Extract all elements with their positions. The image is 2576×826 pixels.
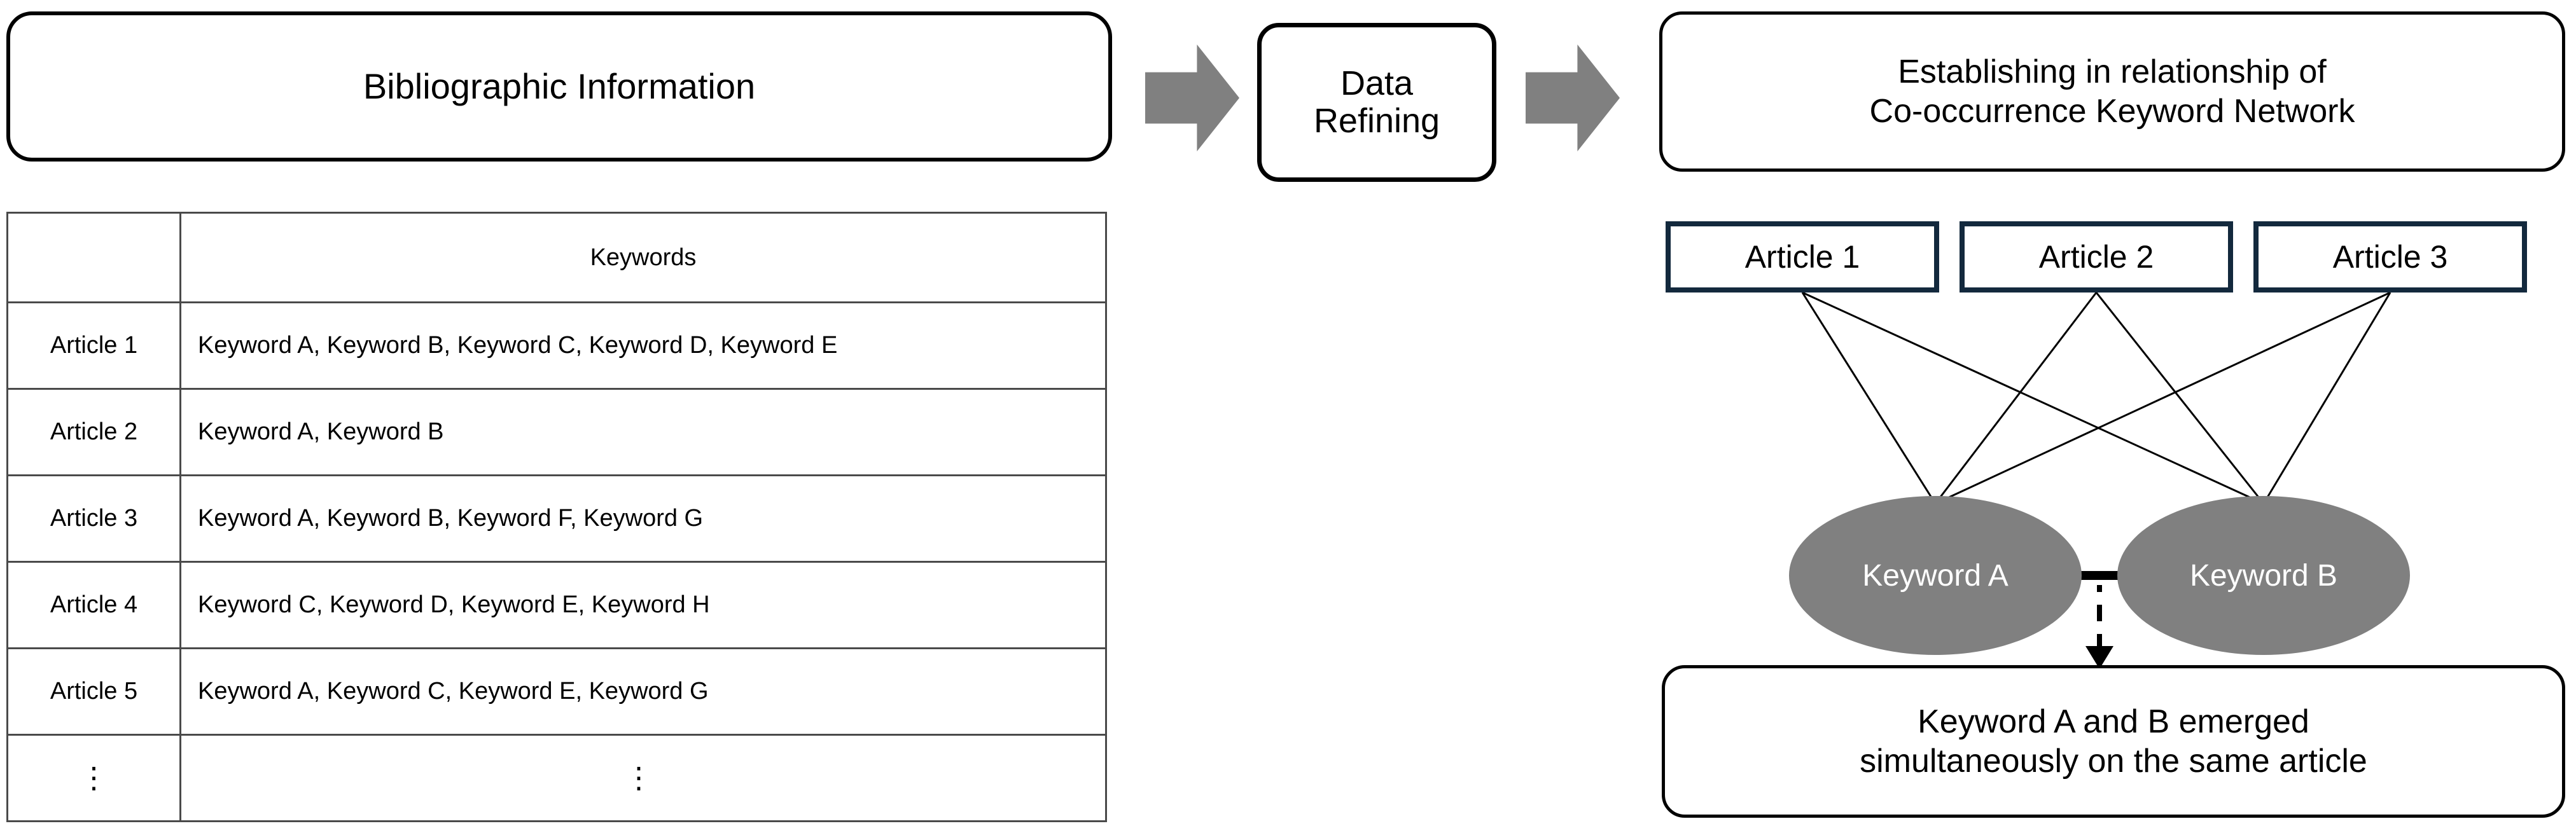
article-node-3: Article 3 xyxy=(2253,221,2527,293)
co-occurrence-network-graph: Article 1 Article 2 Article 3 Keyword A … xyxy=(1622,191,2576,674)
network-title-box: Establishing in relationship of Co-occur… xyxy=(1659,11,2565,172)
article-node-2: Article 2 xyxy=(1960,221,2233,293)
network-edges-layer xyxy=(1801,291,2392,580)
table-row: Article 4 Keyword C, Keyword D, Keyword … xyxy=(6,561,1107,649)
table-cell-article: Article 4 xyxy=(6,561,181,649)
keyword-node-b-label: Keyword B xyxy=(2189,558,2338,593)
table-row: Article 1 Keyword A, Keyword B, Keyword … xyxy=(6,301,1107,390)
bibliographic-information-label: Bibliographic Information xyxy=(363,65,756,106)
table-header-blank xyxy=(6,212,181,303)
table-cell-keywords: Keyword A, Keyword B, Keyword F, Keyword… xyxy=(179,474,1107,563)
table-row: Article 2 Keyword A, Keyword B xyxy=(6,388,1107,476)
table-cell-article-ellipsis: ⋮ xyxy=(6,734,181,822)
table-cell-keywords-ellipsis: ⋮ xyxy=(179,734,1107,822)
bibliographic-keyword-table: Keywords Article 1 Keyword A, Keyword B,… xyxy=(6,212,1107,822)
data-refining-label-line1: Data xyxy=(1340,64,1414,102)
table-header-keywords: Keywords xyxy=(179,212,1107,303)
edge-article2-keywordA xyxy=(1934,292,2098,504)
conclusion-box: Keyword A and B emerged simultaneously o… xyxy=(1662,665,2565,818)
table-row: Article 3 Keyword A, Keyword B, Keyword … xyxy=(6,474,1107,563)
dashed-arrow-head xyxy=(2085,646,2113,669)
table-cell-keywords: Keyword A, Keyword C, Keyword E, Keyword… xyxy=(179,647,1107,736)
table-header-row: Keywords xyxy=(6,212,1107,303)
data-refining-box: Data Refining xyxy=(1257,23,1496,182)
edge-article1-keywordA xyxy=(1801,292,1937,504)
article-node-3-label: Article 3 xyxy=(2332,239,2448,275)
article-node-1: Article 1 xyxy=(1666,221,1939,293)
table-cell-article: Article 3 xyxy=(6,474,181,563)
table-cell-keywords: Keyword A, Keyword B, Keyword C, Keyword… xyxy=(179,301,1107,390)
right-block-arrow-icon xyxy=(1145,45,1239,151)
conclusion-line2: simultaneously on the same article xyxy=(1860,743,2367,780)
table-cell-keywords: Keyword A, Keyword B xyxy=(179,388,1107,476)
network-title-line1: Establishing in relationship of xyxy=(1898,53,2327,90)
edge-article3-keywordB xyxy=(2262,292,2392,504)
table-cell-article: Article 5 xyxy=(6,647,181,736)
keyword-node-a: Keyword A xyxy=(1789,496,2082,655)
table-row-ellipsis: ⋮ ⋮ xyxy=(6,734,1107,822)
table-cell-article: Article 1 xyxy=(6,301,181,390)
edge-group xyxy=(1801,291,2392,505)
table-row: Article 5 Keyword A, Keyword C, Keyword … xyxy=(6,647,1107,736)
right-block-arrow-icon xyxy=(1526,45,1620,151)
article-node-1-label: Article 1 xyxy=(1744,239,1860,275)
dashed-callout-arrow-icon xyxy=(2085,585,2113,669)
edge-article2-keywordB xyxy=(2095,292,2265,504)
conclusion-line1: Keyword A and B emerged xyxy=(1918,703,2309,740)
keyword-node-b: Keyword B xyxy=(2117,496,2410,655)
data-refining-label-line2: Refining xyxy=(1313,102,1440,140)
edge-article3-keywordA xyxy=(1935,291,2391,505)
table-cell-keywords: Keyword C, Keyword D, Keyword E, Keyword… xyxy=(179,561,1107,649)
article-node-2-label: Article 2 xyxy=(2038,239,2154,275)
keyword-node-a-label: Keyword A xyxy=(1862,558,2009,593)
table-cell-article: Article 2 xyxy=(6,388,181,476)
edge-article1-keywordB xyxy=(1802,291,2264,505)
bibliographic-information-box: Bibliographic Information xyxy=(6,11,1112,162)
network-title-line2: Co-occurrence Keyword Network xyxy=(1869,93,2355,130)
